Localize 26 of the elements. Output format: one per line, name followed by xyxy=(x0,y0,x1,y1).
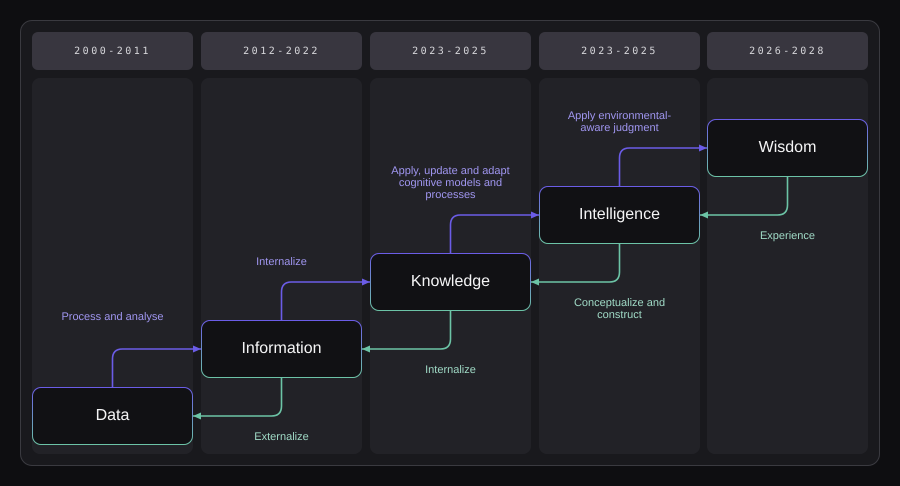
period-label: 2023-2025 xyxy=(412,46,489,56)
stage-box: Wisdom xyxy=(707,119,868,177)
edge-label: Apply environmental-aware judgment xyxy=(566,110,672,134)
edge-label: Experience xyxy=(758,230,816,242)
stage-box: Knowledge xyxy=(370,253,531,311)
arrow xyxy=(280,278,370,320)
stage-box: Intelligence xyxy=(539,186,700,244)
arrow xyxy=(531,244,620,286)
arrow xyxy=(450,212,539,253)
edge-label: Internalize xyxy=(255,256,308,268)
arrow xyxy=(193,378,282,420)
period-label: 2026-2028 xyxy=(749,46,826,56)
edge-label: Apply, update and adapt cognitive models and processes xyxy=(390,165,511,201)
period-label: 2000-2011 xyxy=(74,46,151,56)
period-label: 2023-2025 xyxy=(581,46,658,56)
edge-label: Internalize xyxy=(424,364,477,376)
arrow xyxy=(700,177,788,218)
stage-box: Information xyxy=(201,320,362,378)
edge-label: Conceptualize and construct xyxy=(572,297,666,321)
arrow xyxy=(362,311,452,352)
arrow xyxy=(618,144,707,186)
period-label: 2012-2022 xyxy=(243,46,320,56)
stage-box: Data xyxy=(32,387,193,445)
edge-label: Externalize xyxy=(253,431,310,443)
arrow xyxy=(112,346,201,387)
edge-label: Process and analyse xyxy=(60,311,165,323)
